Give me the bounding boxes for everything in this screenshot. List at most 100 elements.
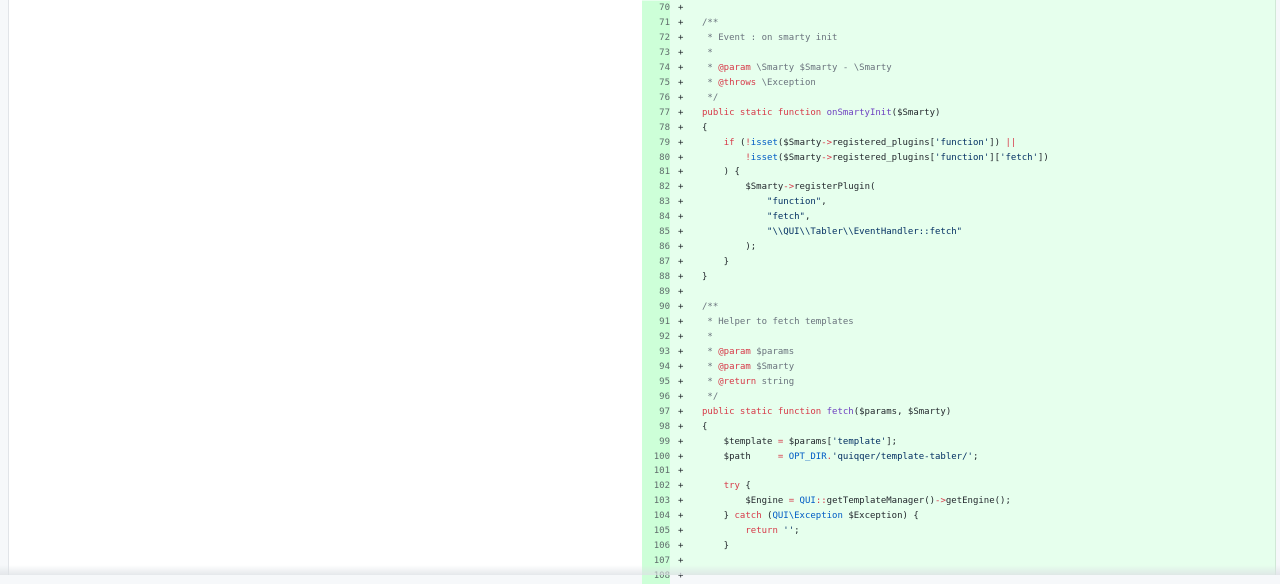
addition-marker: + (678, 541, 684, 552)
line-number[interactable]: 94 (642, 359, 670, 375)
diff-line: 83+ "function", (642, 195, 1275, 211)
line-number[interactable]: 99 (642, 434, 670, 450)
code-token: \Smarty $Smarty - \Smarty (750, 62, 892, 73)
diff-line: 76 + */ (642, 90, 1275, 106)
addition-marker: + (678, 92, 684, 103)
code-content: ); (702, 240, 1271, 255)
line-number[interactable]: 76 (642, 90, 670, 106)
addition-marker: + (678, 316, 684, 327)
addition-marker: + (678, 122, 684, 133)
line-number[interactable]: 73 (642, 45, 670, 61)
line-number[interactable]: 105 (642, 524, 670, 540)
code-content: "\\QUI\\Tabler\\EventHandler::fetch" (702, 225, 1271, 240)
code-token: } (702, 257, 730, 268)
diff-line: 80+ !isset($Smarty->registered_plugins['… (642, 150, 1275, 166)
line-number[interactable]: 70 (642, 1, 670, 16)
code-content: try { (702, 479, 1271, 494)
line-number[interactable]: 95 (642, 374, 670, 390)
code-token: ; (972, 451, 979, 462)
line-number[interactable]: 75 (642, 75, 670, 91)
code-content: if (!isset($Smarty->registered_plugins['… (702, 136, 1271, 151)
line-number[interactable]: 93 (642, 344, 670, 360)
code-token: registered_plugins[ (832, 137, 936, 148)
diff-line: 106 + } (642, 539, 1275, 555)
code-token: * Helper to fetch templates (702, 316, 854, 327)
line-number[interactable]: 92 (642, 329, 670, 345)
code-token: , (821, 197, 827, 208)
diff-line: 86+ ); (642, 240, 1275, 256)
code-token: } (702, 541, 730, 552)
code-token: $Smarty (702, 182, 784, 193)
line-number[interactable]: 106 (642, 539, 670, 555)
diff-line: 91 + * Helper to fetch templates (642, 314, 1275, 330)
addition-marker: + (678, 331, 684, 342)
line-number[interactable]: 89 (642, 285, 670, 301)
line-number[interactable]: 81 (642, 165, 670, 181)
line-number[interactable]: 103 (642, 494, 670, 510)
code-token: */ (702, 391, 719, 402)
line-number[interactable]: 96 (642, 389, 670, 405)
code-content: } (702, 270, 1271, 285)
addition-marker: + (678, 421, 684, 432)
line-number[interactable]: 77 (642, 105, 670, 121)
code-content: /** (702, 16, 1271, 31)
line-number[interactable]: 100 (642, 449, 670, 465)
line-number[interactable]: 88 (642, 270, 670, 286)
code-token (702, 227, 767, 237)
line-number[interactable]: 108 (642, 569, 670, 584)
code-token: * (702, 361, 719, 372)
line-number[interactable]: 85 (642, 225, 670, 241)
line-number[interactable]: 83 (642, 195, 670, 211)
diff-line: 74+ * @param \Smarty $Smarty - \Smarty (642, 60, 1275, 76)
code-content: * @param $params (702, 345, 1271, 360)
line-number[interactable]: 82 (642, 180, 670, 196)
code-content: "function", (702, 195, 1271, 210)
code-token: { (702, 122, 708, 133)
code-content: * @param $Smarty (702, 360, 1271, 375)
diff-line: 90+/** (642, 300, 1275, 315)
code-content: * @return string (702, 375, 1271, 390)
line-number[interactable]: 72 (642, 30, 670, 46)
line-number[interactable]: 78 (642, 120, 670, 136)
line-number[interactable]: 71 (642, 15, 670, 31)
code-token (702, 212, 767, 222)
diff-line: 77+public static function onSmartyInit($… (642, 105, 1275, 121)
code-token: ]) (989, 137, 1006, 148)
code-token: = (788, 496, 795, 507)
line-number[interactable]: 101 (642, 464, 670, 480)
line-number[interactable]: 91 (642, 314, 670, 330)
line-number[interactable]: 74 (642, 60, 670, 76)
code-content: { (702, 121, 1271, 136)
code-token: getEngine(); (945, 496, 1011, 507)
code-token: $Smarty (750, 361, 795, 372)
code-token: , (804, 212, 811, 223)
line-number[interactable]: 86 (642, 240, 670, 256)
line-number[interactable]: 104 (642, 509, 670, 525)
code-token: ( (761, 511, 773, 522)
line-number[interactable]: 98 (642, 419, 670, 435)
code-token: . (826, 451, 833, 462)
code-token: */ (702, 92, 719, 103)
line-number[interactable]: 79 (642, 135, 670, 151)
code-token: ; (794, 526, 800, 537)
code-content: * Helper to fetch templates (702, 315, 1271, 330)
addition-marker: + (678, 511, 684, 522)
line-number[interactable]: 102 (642, 479, 670, 495)
diff-line: 96+ */ (642, 389, 1275, 405)
addition-marker: + (678, 346, 684, 357)
line-number[interactable]: 107 (642, 554, 670, 570)
line-number[interactable]: 87 (642, 255, 670, 271)
code-token: @param (718, 346, 751, 357)
code-token: 'function' (935, 137, 990, 148)
diff-line: 89+ (642, 285, 1275, 301)
line-number[interactable]: 84 (642, 210, 670, 226)
code-content: { (702, 420, 1271, 435)
diff-line: 84+ "fetch", (642, 210, 1275, 226)
code-token (702, 481, 724, 491)
line-number[interactable]: 80 (642, 150, 670, 166)
code-token: $Exception) { (842, 511, 919, 522)
line-number[interactable]: 97 (642, 404, 670, 420)
line-number[interactable]: 90 (642, 300, 670, 315)
addition-marker: + (678, 257, 684, 268)
